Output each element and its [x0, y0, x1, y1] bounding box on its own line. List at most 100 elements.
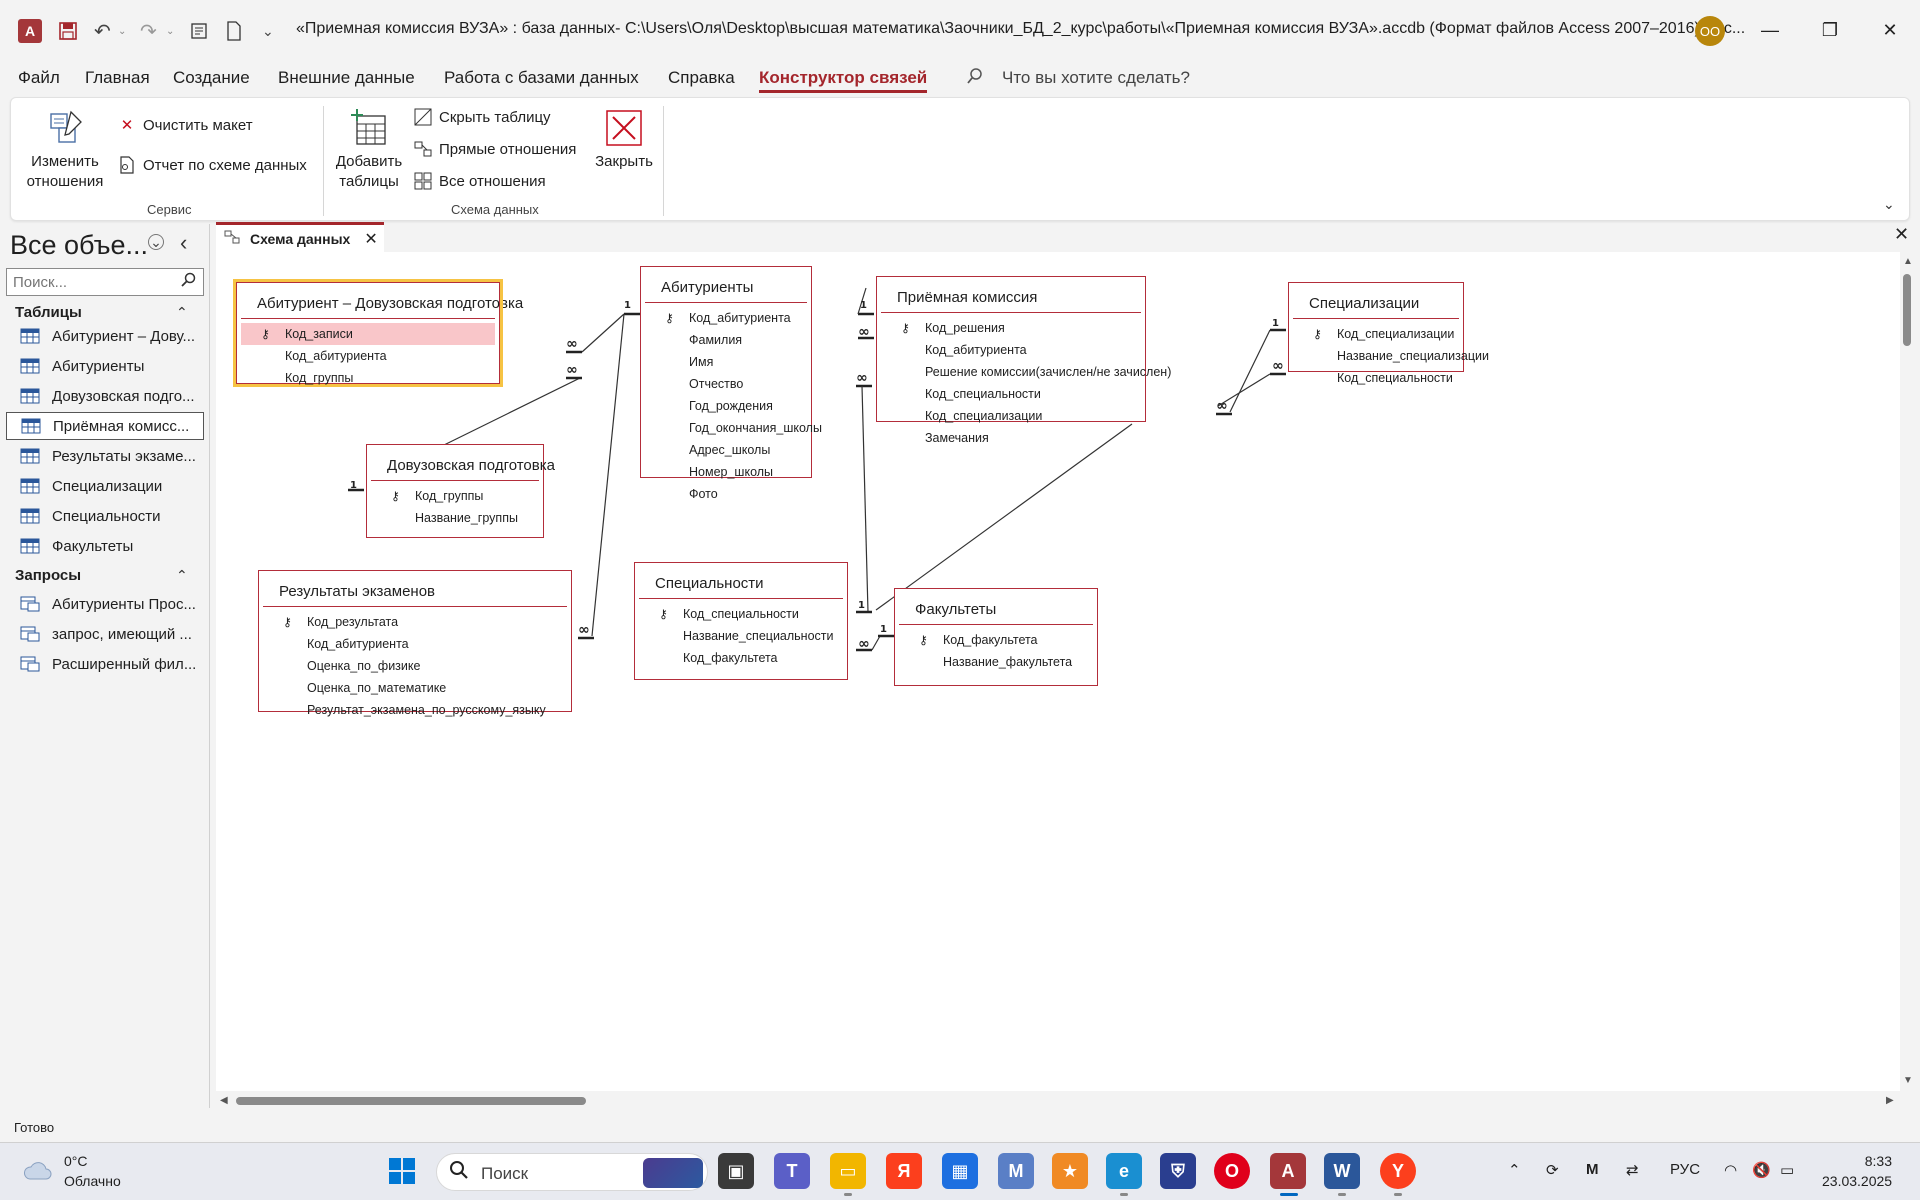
- wifi-icon[interactable]: ◠: [1724, 1162, 1738, 1179]
- chevron-up-icon[interactable]: ⌃: [176, 304, 188, 320]
- hide-table-button[interactable]: Скрыть таблицу: [413, 108, 551, 126]
- yandex-icon[interactable]: Я: [886, 1153, 922, 1189]
- relationship-line[interactable]: [581, 313, 625, 353]
- tell-me-input[interactable]: Что вы хотите сделать?: [1002, 68, 1190, 87]
- mail-ru-icon[interactable]: M: [998, 1153, 1034, 1189]
- tab-relationships-schema[interactable]: Схема данных ✕: [216, 222, 384, 252]
- weather-temperature[interactable]: 0°C: [64, 1153, 88, 1169]
- table-field[interactable]: Код_специальности: [1293, 367, 1459, 389]
- tab-file[interactable]: Файл: [18, 68, 60, 87]
- nav-table-item[interactable]: Результаты экзаме...: [6, 442, 204, 470]
- relationship-line[interactable]: [861, 385, 869, 613]
- table-field[interactable]: Название_группы: [371, 507, 539, 529]
- search-icon[interactable]: [180, 272, 196, 293]
- table-field[interactable]: Код_абитуриента: [881, 339, 1141, 361]
- user-avatar[interactable]: OO: [1695, 16, 1725, 46]
- show-hidden-icons-chevron-icon[interactable]: ⌃: [1508, 1162, 1521, 1179]
- nav-table-item[interactable]: Довузовская подго...: [6, 382, 204, 410]
- microsoft-store-icon[interactable]: ▦: [942, 1153, 978, 1189]
- direct-relationships-button[interactable]: Прямые отношения: [413, 140, 576, 158]
- relationship-report-quick-icon[interactable]: [190, 18, 210, 44]
- table-field[interactable]: Имя: [645, 351, 807, 373]
- nav-search-input[interactable]: [6, 268, 204, 296]
- windows-start-icon[interactable]: [384, 1153, 420, 1189]
- clock-time[interactable]: 8:33: [1864, 1153, 1892, 1169]
- table-field[interactable]: Год_окончания_школы: [645, 417, 822, 439]
- settings-tray-icon[interactable]: ⇄: [1626, 1162, 1639, 1179]
- table-field[interactable]: Код_специализации: [881, 405, 1141, 427]
- relationship-table[interactable]: Абитуриент – Довузовская подготовка⚷Код_…: [233, 279, 523, 387]
- shield-app-icon[interactable]: ★: [1052, 1153, 1088, 1189]
- table-field[interactable]: ⚷Код_специальности: [639, 603, 843, 625]
- access-taskbar-icon[interactable]: A: [1270, 1153, 1306, 1189]
- table-field[interactable]: Фото: [645, 483, 807, 505]
- restore-button[interactable]: ❐: [1821, 19, 1839, 40]
- table-title[interactable]: Результаты экзаменов: [263, 571, 567, 607]
- add-tables-button[interactable]: Добавить таблицы: [333, 108, 405, 192]
- table-field[interactable]: Результат_экзамена_по_русскому_языку: [263, 699, 567, 721]
- security-app-icon[interactable]: ⛨: [1160, 1153, 1196, 1189]
- speaker-muted-icon[interactable]: 🔇: [1752, 1162, 1771, 1179]
- scroll-right-icon[interactable]: ▶: [1886, 1095, 1894, 1106]
- table-field[interactable]: Замечания: [881, 427, 1141, 449]
- table-title[interactable]: Специальности: [639, 563, 843, 599]
- vertical-scrollbar[interactable]: ▲ ▼: [1900, 252, 1914, 1091]
- word-icon[interactable]: W: [1324, 1153, 1360, 1189]
- nav-query-item[interactable]: запрос, имеющий ...: [6, 620, 204, 648]
- table-field[interactable]: Код_абитуриента: [263, 633, 567, 655]
- tab-create[interactable]: Создание: [173, 68, 250, 87]
- table-field[interactable]: Фамилия: [645, 329, 807, 351]
- table-field[interactable]: Код_факультета: [639, 647, 843, 669]
- nav-query-item[interactable]: Расширенный фил...: [6, 650, 204, 678]
- table-field[interactable]: Год_рождения: [645, 395, 807, 417]
- task-view-icon[interactable]: ▣: [718, 1153, 754, 1189]
- redo-dropdown-icon[interactable]: ⌄: [166, 25, 175, 37]
- scroll-down-icon[interactable]: ▼: [1903, 1075, 1913, 1086]
- nav-table-item[interactable]: Специальности: [6, 502, 204, 530]
- table-field[interactable]: Оценка_по_математике: [263, 677, 567, 699]
- chevron-up-icon[interactable]: ⌃: [176, 567, 188, 583]
- table-title[interactable]: Приёмная комиссия: [881, 277, 1141, 313]
- table-field[interactable]: Решение комиссии(зачислен/не зачислен): [881, 361, 1171, 383]
- tab-external-data[interactable]: Внешние данные: [278, 68, 415, 87]
- nav-table-item[interactable]: Абитуриент – Дову...: [6, 322, 204, 350]
- table-field[interactable]: ⚷Код_результата: [263, 611, 567, 633]
- nav-section-queries[interactable]: Запросы: [15, 567, 82, 584]
- close-tab-icon[interactable]: ✕: [364, 230, 378, 248]
- table-field[interactable]: Адрес_школы: [645, 439, 807, 461]
- table-title[interactable]: Довузовская подготовка: [371, 445, 555, 481]
- nav-pane-menu-chevron-icon[interactable]: ⌄: [148, 234, 164, 250]
- teams-icon[interactable]: T: [774, 1153, 810, 1189]
- table-field[interactable]: Код_абитуриента: [241, 345, 495, 367]
- ribbon-collapse-chevron-icon[interactable]: ⌄: [1883, 196, 1895, 212]
- yandex-browser-icon[interactable]: Y: [1380, 1153, 1416, 1189]
- nav-table-item[interactable]: Факультеты: [6, 532, 204, 560]
- taskbar-search-box[interactable]: Поиск: [436, 1153, 708, 1191]
- relationship-line[interactable]: [441, 377, 581, 447]
- tab-relationship-design[interactable]: Конструктор связей: [759, 68, 928, 93]
- close-document-icon[interactable]: ✕: [1894, 224, 1910, 244]
- nav-query-item[interactable]: Абитуриенты Прос...: [6, 590, 204, 618]
- new-document-icon[interactable]: [226, 18, 242, 44]
- nav-table-item[interactable]: Абитуриенты: [6, 352, 204, 380]
- cloud-weather-icon[interactable]: [22, 1155, 54, 1187]
- weather-description[interactable]: Облачно: [64, 1173, 121, 1189]
- relationship-line[interactable]: [591, 313, 625, 637]
- clock-date[interactable]: 23.03.2025: [1822, 1173, 1893, 1189]
- vertical-scroll-thumb[interactable]: [1903, 274, 1911, 346]
- relationship-line[interactable]: [871, 635, 881, 651]
- table-title[interactable]: Абитуриент – Довузовская подготовка: [241, 283, 523, 319]
- scroll-left-icon[interactable]: ◀: [220, 1095, 228, 1106]
- table-title[interactable]: Факультеты: [899, 589, 1093, 625]
- table-field[interactable]: Название_факультета: [899, 651, 1093, 673]
- tab-home[interactable]: Главная: [85, 68, 150, 87]
- redo-icon[interactable]: ↷: [140, 20, 157, 43]
